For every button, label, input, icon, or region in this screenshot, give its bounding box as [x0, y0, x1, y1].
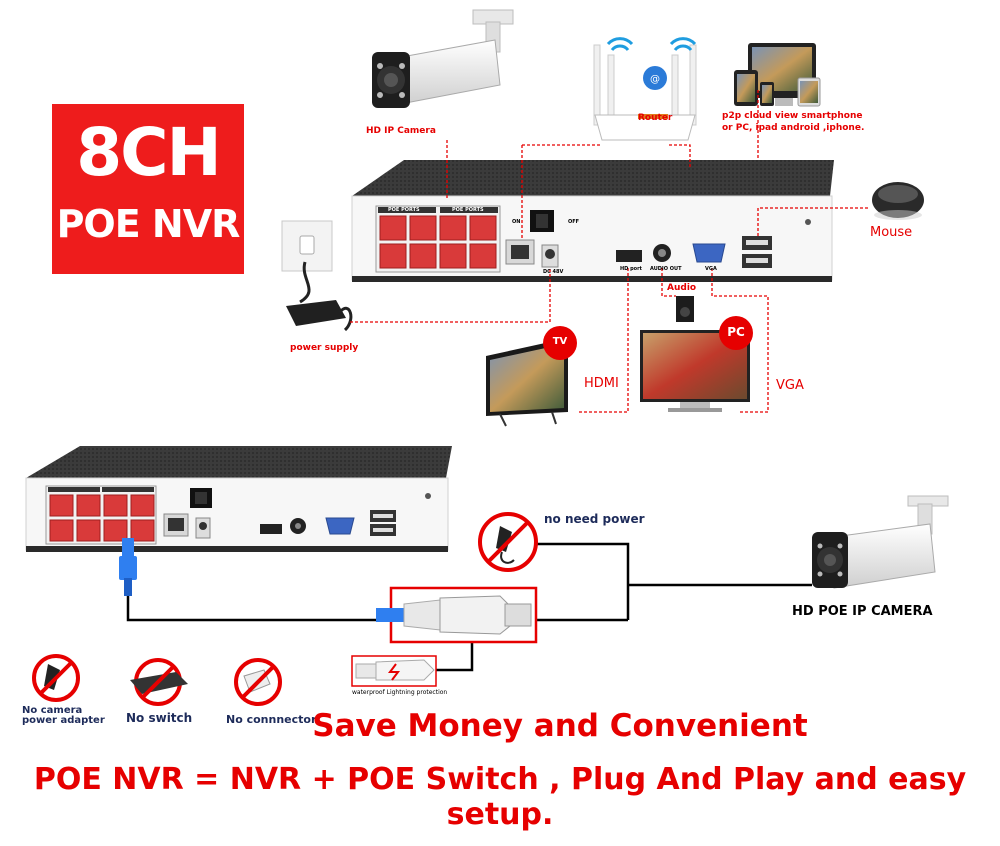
- top-connection-lines: [350, 90, 870, 413]
- tv-badge-label: TV: [552, 336, 568, 347]
- no-need-power-icon: [478, 512, 538, 572]
- vga-label: VGA: [776, 378, 804, 393]
- router-icon: @: [593, 37, 697, 141]
- badge-line-1: 8CH: [76, 114, 222, 191]
- poe-port: [76, 519, 101, 542]
- hd-ip-camera-top-icon: [372, 9, 514, 108]
- poe-port: [49, 494, 74, 517]
- feature-no-power-adapter-label: No camera power adapter: [22, 705, 105, 726]
- poe-port: [409, 243, 437, 269]
- feature-no-switch-label: No switch: [126, 711, 193, 725]
- mouse-label: Mouse: [870, 225, 913, 240]
- dc-label: DC 48V: [543, 269, 564, 275]
- devices-icon: [734, 43, 821, 107]
- poe-cable-connector-icon: [376, 586, 538, 644]
- badge-line-2: POE NVR: [56, 202, 241, 246]
- headline: Save Money and Convenient: [312, 708, 808, 744]
- bottom-connection-lines: [126, 542, 812, 672]
- pc-badge-label: PC: [727, 325, 745, 339]
- nvr-top-rear-components: [505, 210, 811, 268]
- pc-badge: [719, 316, 753, 350]
- hd-ip-camera-label: HD IP Camera: [366, 126, 436, 136]
- p2p-label-line-1: p2p cloud view smartphone: [722, 111, 863, 121]
- poe-port: [469, 243, 497, 269]
- poe-port: [409, 215, 437, 241]
- nvr-bottom-rear-components: [163, 488, 431, 539]
- mouse-icon: [872, 182, 924, 220]
- poe-port: [130, 519, 155, 542]
- poe-port: [76, 494, 101, 517]
- poe-port: [103, 519, 128, 542]
- no-switch-icon: [130, 658, 188, 706]
- svg-text:@: @: [650, 74, 660, 85]
- poe-ports-right-label: POE PORTS: [452, 207, 484, 213]
- on-label: ON: [512, 219, 521, 225]
- speaker-icon: [676, 296, 694, 322]
- no-connector-icon: [234, 658, 282, 706]
- nvr-bottom-poe-ports: [49, 494, 155, 542]
- power-supply-label: power supply: [290, 343, 359, 353]
- tv-icon: [486, 338, 568, 427]
- hd-poe-ip-camera-label: HD POE IP CAMERA: [792, 604, 933, 619]
- subheadline: POE NVR = NVR + POE Switch , Plug And Pl…: [33, 762, 967, 832]
- p2p-label-line-2: or PC, ipad android ,iphone.: [722, 123, 865, 133]
- waterproof-protection-icon: [351, 655, 437, 687]
- poe-ports-left-label: POE PORTS: [388, 207, 420, 213]
- audio-label: Audio: [667, 283, 697, 293]
- vga-port-label: VGA: [705, 266, 717, 272]
- audio-out-label: AUDIO OUT: [650, 266, 682, 272]
- hdmi-label: HDMI: [584, 376, 619, 391]
- poe-port: [379, 243, 407, 269]
- feature-no-connector-label: No connnector: [226, 713, 317, 726]
- nvr-top-poe-ports: [379, 215, 497, 269]
- poe-port: [469, 215, 497, 241]
- no-need-power-label: no need power: [544, 512, 645, 526]
- router-label: Router: [638, 113, 673, 123]
- hd-poe-ip-camera-icon: [812, 495, 949, 589]
- poe-port: [439, 215, 467, 241]
- poe-port: [439, 243, 467, 269]
- power-supply-icon: [281, 220, 353, 332]
- poe-port: [103, 494, 128, 517]
- poe-port: [49, 519, 74, 542]
- eight-channel-poe-nvr-badge: 8CH POE NVR: [52, 104, 244, 274]
- rj45-plug-nvr-icon: [119, 538, 137, 596]
- waterproof-label: waterproof Lightning protection: [352, 689, 448, 696]
- no-power-adapter-icon: [32, 654, 80, 702]
- hd-port-label: HD port: [620, 266, 642, 272]
- poe-port: [130, 494, 155, 517]
- tv-badge: [543, 326, 577, 360]
- off-label: OFF: [568, 219, 580, 225]
- poe-port: [379, 215, 407, 241]
